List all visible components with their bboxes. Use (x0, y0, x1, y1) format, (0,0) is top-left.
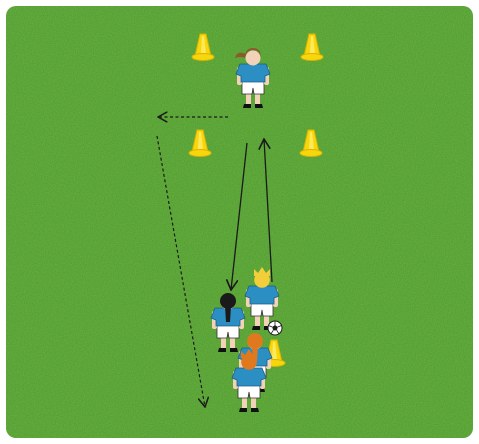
soccer-ball (268, 321, 282, 335)
